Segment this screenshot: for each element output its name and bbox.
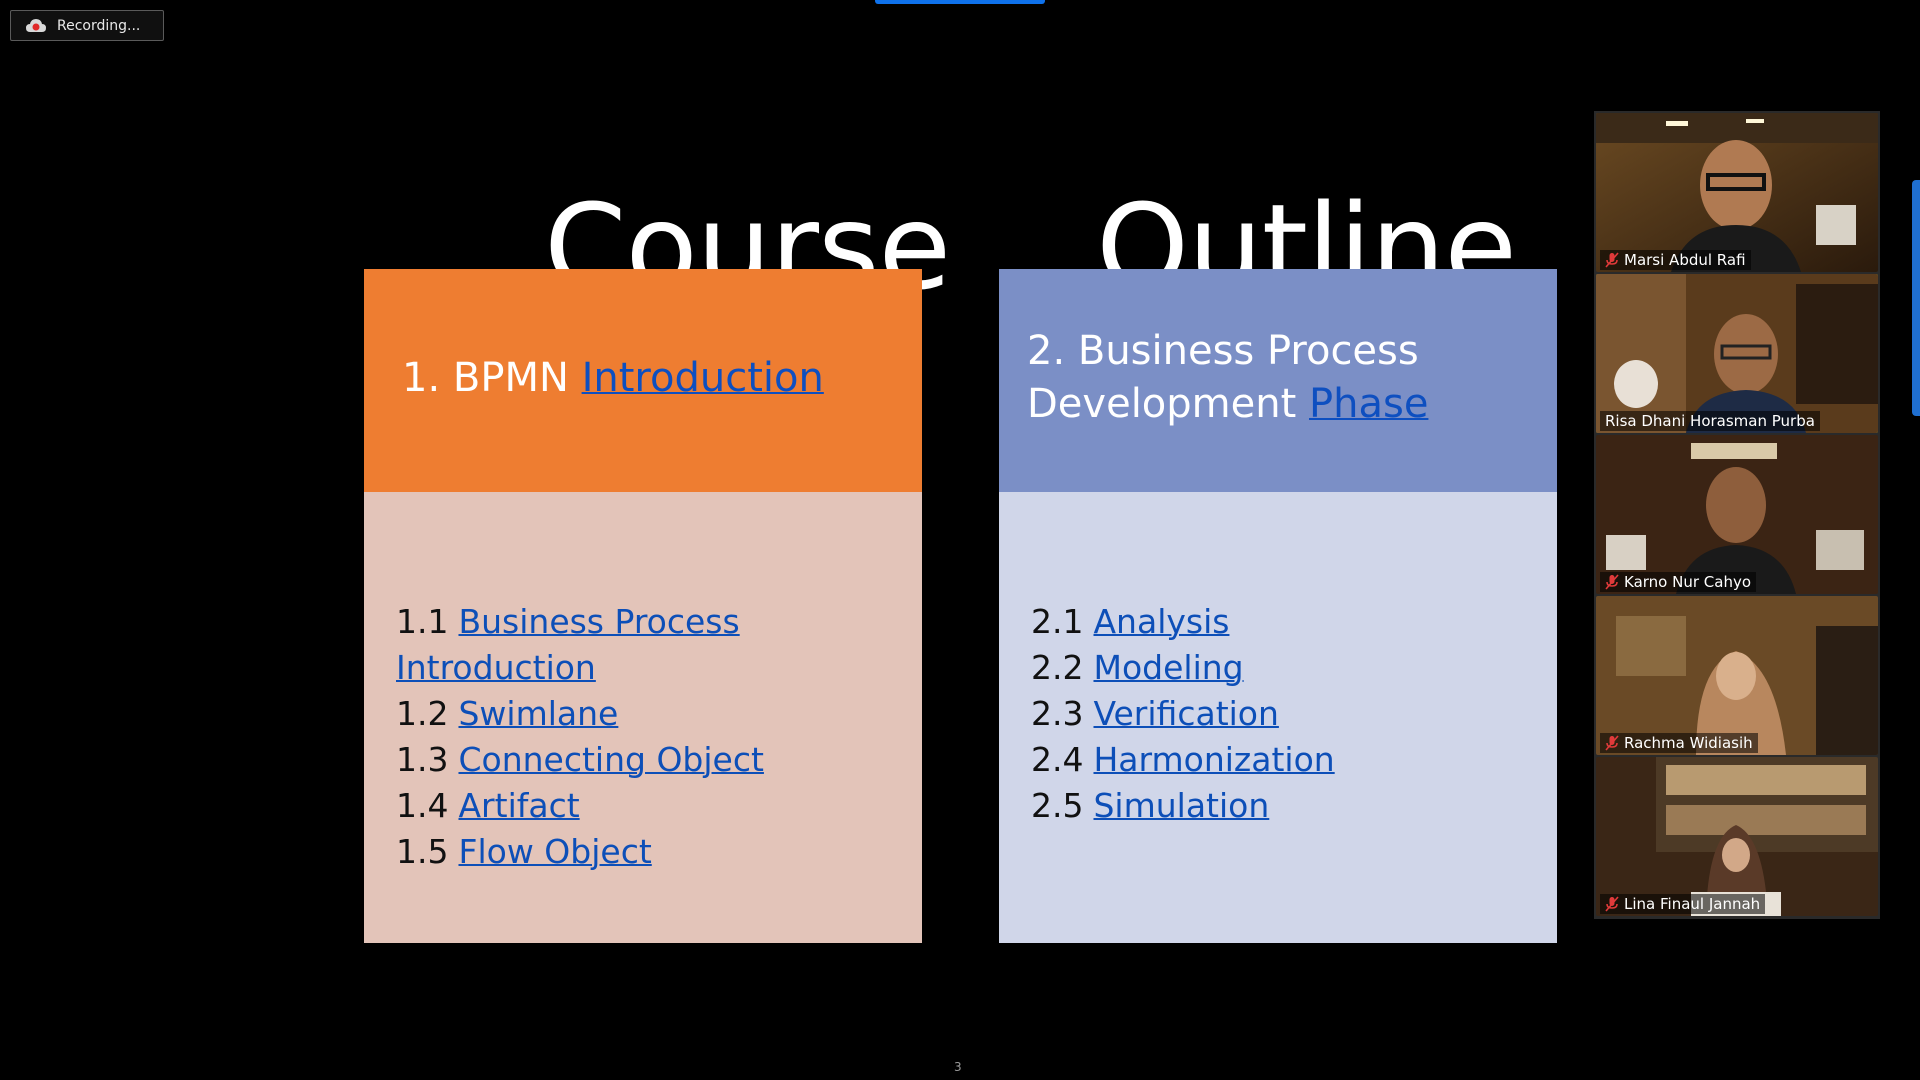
video-feed <box>1596 274 1878 433</box>
share-indicator-bar[interactable] <box>875 0 1045 4</box>
topic-link[interactable]: Flow Object <box>458 832 652 871</box>
topic-link[interactable]: Verification <box>1093 694 1279 733</box>
heading-link-introduction[interactable]: Introduction <box>581 355 824 401</box>
participant-name-label: Risa Dhani Horasman Purba <box>1600 411 1820 431</box>
cloud-record-icon <box>25 17 47 35</box>
participant-name: Risa Dhani Horasman Purba <box>1605 412 1815 430</box>
topic-link[interactable]: Swimlane <box>458 694 619 733</box>
item-number: 1.4 <box>396 786 449 825</box>
participant-name: Marsi Abdul Rafi <box>1624 251 1746 269</box>
mic-muted-icon <box>1605 574 1619 590</box>
item-number: 1.1 <box>396 602 449 641</box>
participant-name-label: Lina Finaul Jannah <box>1600 894 1766 914</box>
recording-indicator[interactable]: Recording... <box>10 10 164 41</box>
heading-line-1: 2. Business Process <box>1027 328 1419 374</box>
participant-name-label: Marsi Abdul Rafi <box>1600 250 1751 270</box>
participant-gallery: Marsi Abdul Rafi Risa Dhani Horasman Pur… <box>1594 111 1880 919</box>
side-panel-handle[interactable] <box>1912 180 1920 416</box>
participant-tile[interactable]: Karno Nur Cahyo <box>1596 435 1878 594</box>
topic-link[interactable]: Analysis <box>1093 602 1230 641</box>
section-heading: 1. BPMN Introduction <box>402 352 902 405</box>
topic-link[interactable]: Connecting Object <box>458 740 764 779</box>
section-heading: 2. Business Process Development Phase <box>1027 325 1537 431</box>
topic-link[interactable]: Simulation <box>1093 786 1270 825</box>
section-header-bpmn: 1. BPMN Introduction <box>364 269 922 492</box>
recording-label: Recording... <box>57 17 141 34</box>
item-number: 2.1 <box>1031 602 1084 641</box>
video-feed <box>1596 596 1878 755</box>
slide-page-number: 3 <box>954 1060 962 1074</box>
item-number: 1.3 <box>396 740 449 779</box>
item-number: 2.4 <box>1031 740 1084 779</box>
participant-tile[interactable]: Lina Finaul Jannah <box>1596 757 1878 916</box>
mic-muted-icon <box>1605 252 1619 268</box>
participant-name: Lina Finaul Jannah <box>1624 895 1761 913</box>
section-box-development: 2. Business Process Development Phase 2.… <box>999 269 1557 943</box>
mic-muted-icon <box>1605 896 1619 912</box>
participant-name: Karno Nur Cahyo <box>1624 573 1752 591</box>
participant-name: Rachma Widiasih <box>1624 734 1753 752</box>
topic-link[interactable]: Harmonization <box>1093 740 1335 779</box>
video-feed <box>1596 757 1878 916</box>
heading-prefix: 1. BPMN <box>402 355 582 401</box>
item-number: 2.5 <box>1031 786 1084 825</box>
heading-link-phase[interactable]: Phase <box>1309 381 1429 427</box>
video-feed <box>1596 435 1878 594</box>
topic-link[interactable]: Artifact <box>458 786 580 825</box>
item-number: 2.2 <box>1031 648 1084 687</box>
mic-muted-icon <box>1605 735 1619 751</box>
heading-prefix: Development <box>1027 381 1309 427</box>
video-feed <box>1596 113 1878 272</box>
participant-name-label: Karno Nur Cahyo <box>1600 572 1757 592</box>
section-header-development: 2. Business Process Development Phase <box>999 269 1557 492</box>
participant-name-label: Rachma Widiasih <box>1600 733 1758 753</box>
item-number: 2.3 <box>1031 694 1084 733</box>
participant-tile[interactable]: Rachma Widiasih <box>1596 596 1878 755</box>
topic-link[interactable]: Modeling <box>1093 648 1244 687</box>
item-number: 1.2 <box>396 694 449 733</box>
participant-tile-active-speaker[interactable]: Risa Dhani Horasman Purba <box>1596 274 1878 433</box>
topic-link[interactable]: Business Process Introduction <box>396 602 740 687</box>
participant-tile[interactable]: Marsi Abdul Rafi <box>1596 113 1878 272</box>
item-number: 1.5 <box>396 832 449 871</box>
